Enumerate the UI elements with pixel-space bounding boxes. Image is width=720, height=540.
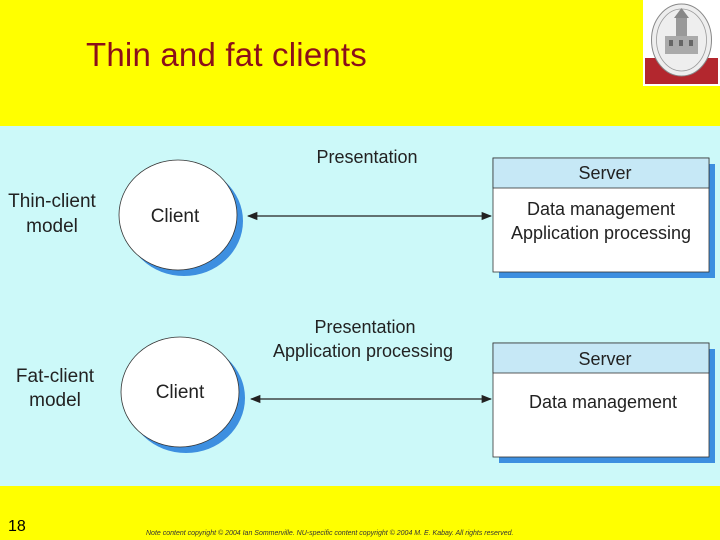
fat-presentation-line2: Application processing [273, 341, 453, 361]
copyright-notice: Note content copyright © 2004 Ian Sommer… [146, 530, 514, 537]
fat-client-node: Client [120, 336, 245, 453]
thin-model-label-line1: Thin-client [8, 191, 96, 212]
diagram-panel: Thin-client model Client Presentation Se… [0, 126, 720, 486]
fat-server-header: Server [578, 349, 631, 369]
fat-server-box: Server Data management [492, 342, 715, 463]
thin-client-node: Client [118, 159, 243, 276]
thin-server-line2: Application processing [511, 223, 691, 243]
thin-model-label-line2: model [26, 216, 78, 237]
fat-model-label-line1: Fat-client [16, 366, 95, 387]
thin-server-header: Server [578, 163, 631, 183]
thin-presentation-label: Presentation [316, 147, 417, 167]
thin-server-box: Server Data management Application proce… [492, 157, 715, 278]
university-seal-icon [643, 0, 720, 86]
fat-presentation-line1: Presentation [314, 317, 415, 337]
thin-server-line1: Data management [527, 199, 675, 219]
page-number: 18 [8, 518, 26, 535]
slide-title: Thin and fat clients [86, 36, 367, 73]
thin-client-label: Client [151, 206, 200, 227]
architecture-diagram: Thin-client model Client Presentation Se… [8, 147, 715, 463]
fat-model-label-line2: model [29, 390, 81, 411]
fat-client-label: Client [156, 382, 205, 403]
fat-server-line1: Data management [529, 392, 677, 412]
